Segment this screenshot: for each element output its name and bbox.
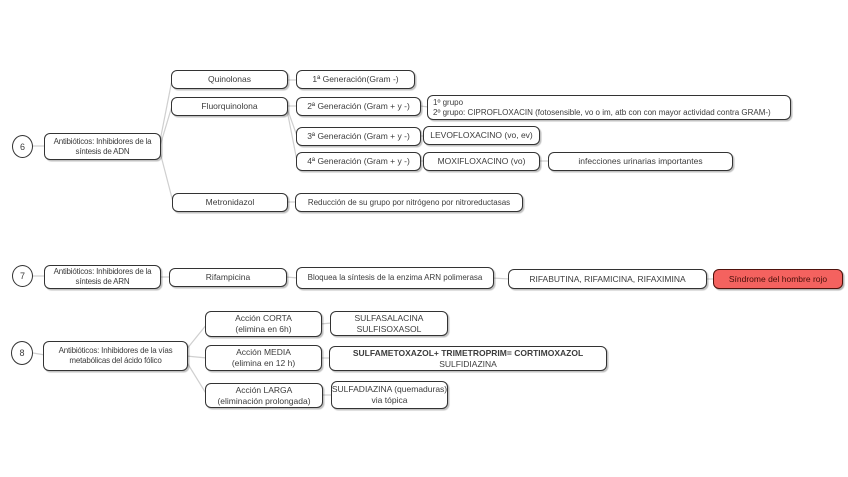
node-levofloxacino: LEVOFLOXACINO (vo, ev) xyxy=(423,126,540,145)
node-label: LEVOFLOXACINO (vo, ev) xyxy=(430,130,533,141)
node-accion-corta: Acción CORTA (elimina en 6h) xyxy=(205,311,322,337)
node-label: (eliminación prolongada) xyxy=(217,395,311,406)
node-label: SULFISOXASOL xyxy=(356,323,422,334)
node-label: síntesis de ARN xyxy=(75,277,130,286)
node-label: 1º grupo xyxy=(433,97,464,107)
node-sindrome-hombre-rojo: Síndrome del hombre rojo xyxy=(713,269,843,289)
node-label: (elimina en 12 h) xyxy=(231,358,296,368)
node-rifampicina: Rifampicina xyxy=(169,268,287,287)
node-label: RIFABUTINA, RIFAMICINA, RIFAXIMINA xyxy=(529,273,686,284)
node-gen1: 1ª Generación(Gram -) xyxy=(296,70,415,89)
node-grupos-ciprofloxacin: 1º grupo 2º grupo: CIPROFLOXACIN (fotose… xyxy=(427,95,791,120)
node-label: 3ª Generación (Gram + y -) xyxy=(307,131,410,142)
node-label: Antibióticos: Inhibidores de la xyxy=(53,136,152,146)
node-adn-root: Antibióticos: Inhibidores de la síntesis… xyxy=(44,133,161,160)
node-bloquea-arn-polimerasa: Bloquea la síntesis de la enzima ARN pol… xyxy=(296,267,494,289)
node-label: síntesis de ADN xyxy=(75,146,130,156)
node-label: 4ª Generación (Gram + y -) xyxy=(307,156,410,167)
node-label: (elimina en 6h) xyxy=(235,324,292,334)
node-label: SULFAMETOXAZOL+ TRIMETROPRIM= CORTIMOXAZ… xyxy=(352,347,584,358)
node-accion-larga: Acción LARGA (eliminación prolongada) xyxy=(205,383,323,408)
node-label: Acción CORTA xyxy=(235,313,292,324)
node-rifabutina-rifamicina-rifaximina: RIFABUTINA, RIFAMICINA, RIFAXIMINA xyxy=(508,269,707,289)
node-sulfasalacina-sulfisoxasol: SULFASALACINA SULFISOXASOL xyxy=(330,311,448,336)
node-sulfadiazina-topica: SULFADIAZINA (quemaduras) via tópica xyxy=(331,381,448,409)
circle-7: 7 xyxy=(12,265,33,287)
node-label: via tópica xyxy=(371,395,408,405)
node-label: Reducción de su grupo por nitrógeno por … xyxy=(307,197,511,207)
node-reduccion-nitroreductasas: Reducción de su grupo por nitrógeno por … xyxy=(295,193,523,212)
node-label: Quinolonas xyxy=(207,74,251,85)
node-gen2: 2ª Generación (Gram + y -) xyxy=(296,97,421,116)
node-metronidazol: Metronidazol xyxy=(172,193,288,212)
node-label: Acción LARGA xyxy=(235,384,293,395)
node-quinolonas: Quinolonas xyxy=(171,70,288,89)
node-infecciones-urinarias: infecciones urinarias importantes xyxy=(548,152,733,171)
node-label: infecciones urinarias importantes xyxy=(578,156,703,167)
circle-8-number: 8 xyxy=(19,348,25,358)
node-gen4: 4ª Generación (Gram + y -) xyxy=(296,152,421,171)
node-gen3: 3ª Generación (Gram + y -) xyxy=(296,127,421,146)
node-label: metabólicas del ácido fólico xyxy=(69,356,162,365)
node-label: 1ª Generación(Gram -) xyxy=(312,74,399,85)
circle-7-number: 7 xyxy=(19,271,25,281)
node-label: 2ª Generación (Gram + y -) xyxy=(307,101,410,112)
circle-6: 6 xyxy=(12,135,33,158)
node-label: SULFADIAZINA (quemaduras) xyxy=(331,384,448,395)
node-label: 2º grupo: CIPROFLOXACIN (fotosensible, v… xyxy=(433,107,771,117)
node-accion-media: Acción MEDIA (elimina en 12 h) xyxy=(205,345,322,371)
node-label: Acción MEDIA xyxy=(236,347,291,358)
node-label: Bloquea la síntesis de la enzima ARN pol… xyxy=(307,273,483,282)
node-label: Antibióticos: Inhibidores de la xyxy=(53,267,152,276)
node-cotrimoxazol: SULFAMETOXAZOL+ TRIMETROPRIM= CORTIMOXAZ… xyxy=(329,346,607,371)
node-label: SULFASALACINA xyxy=(354,312,424,323)
node-label: Síndrome del hombre rojo xyxy=(728,273,828,284)
node-moxifloxacino: MOXIFLOXACINO (vo) xyxy=(423,152,540,171)
node-arn-root: Antibióticos: Inhibidores de la síntesis… xyxy=(44,265,161,289)
node-label: SULFIDIAZINA xyxy=(439,358,497,369)
node-label: Metronidazol xyxy=(205,197,255,208)
node-label: Antibióticos: Inhibidores de la vías xyxy=(58,346,173,355)
circle-6-number: 6 xyxy=(19,141,25,152)
node-label: MOXIFLOXACINO (vo) xyxy=(437,156,526,167)
node-fluorquinolona: Fluorquinolona xyxy=(171,97,288,116)
node-folico-root: Antibióticos: Inhibidores de la vías met… xyxy=(43,341,188,371)
node-label: Rifampicina xyxy=(205,272,251,283)
node-label: Fluorquinolona xyxy=(201,101,258,112)
circle-8: 8 xyxy=(11,341,33,365)
